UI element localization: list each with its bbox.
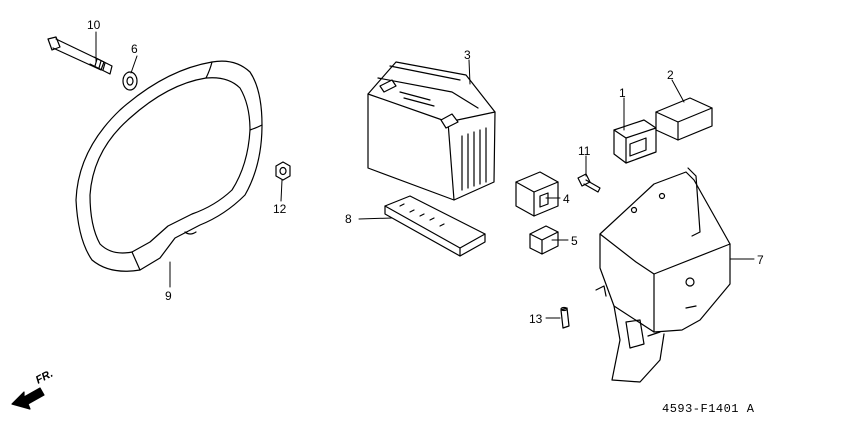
front-indicator-label: FR. (34, 368, 55, 387)
battery-part-3[interactable] (367, 61, 496, 201)
connector-part-1[interactable] (613, 119, 657, 164)
collar-part-13[interactable] (560, 306, 570, 329)
callout-12: 12 (273, 202, 287, 216)
battery-case-part-7[interactable] (595, 167, 731, 383)
nut-part-12[interactable] (275, 161, 291, 181)
callout-6: 6 (131, 42, 138, 56)
callout-labels: 1 2 3 4 5 6 7 8 9 10 11 12 13 (87, 18, 764, 326)
callout-5: 5 (571, 234, 578, 248)
diagram-code: 4593-F1401 A (662, 402, 755, 416)
callout-11: 11 (578, 144, 591, 158)
bolt-part-10[interactable] (47, 36, 113, 75)
washer-part-6[interactable] (122, 71, 138, 91)
callout-8: 8 (345, 212, 352, 226)
callout-9: 9 (165, 289, 172, 303)
callout-4: 4 (563, 192, 570, 206)
callout-10: 10 (87, 18, 101, 32)
rubber-mount-part-5[interactable] (529, 225, 559, 255)
screw-part-11[interactable] (577, 173, 601, 193)
callout-2: 2 (667, 68, 674, 82)
callout-1: 1 (619, 86, 626, 100)
callout-7: 7 (757, 253, 764, 267)
callout-3: 3 (464, 48, 471, 62)
front-arrow-icon (11, 387, 45, 410)
flasher-relay-part-4[interactable] (515, 171, 559, 217)
battery-pad-part-8[interactable] (384, 195, 486, 257)
side-cover-part-9[interactable] (75, 60, 263, 272)
relay-part-2[interactable] (655, 97, 713, 141)
callout-13: 13 (529, 312, 543, 326)
leader-lines (95, 31, 755, 319)
